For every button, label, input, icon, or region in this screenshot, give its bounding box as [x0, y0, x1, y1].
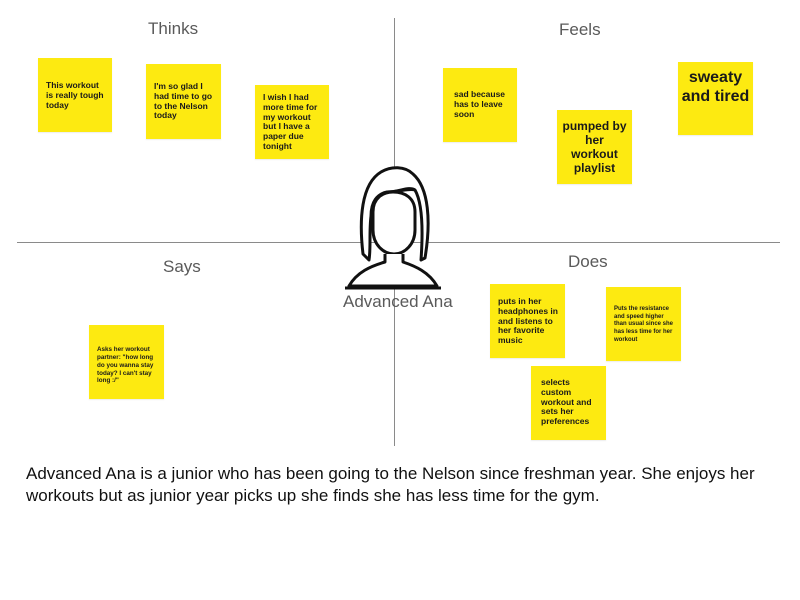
sticky-note-does-1: puts in her headphones in and listens to… — [490, 284, 565, 358]
sticky-note-thinks-2: I'm so glad I had time to go to the Nels… — [146, 64, 221, 139]
sticky-note-feels-2: pumped by her workout playlist — [557, 110, 632, 184]
persona-name: Advanced Ana — [343, 292, 453, 311]
note-text: sad because has to leave soon — [454, 89, 506, 119]
sticky-note-says-1: Asks her workout partner: "how long do y… — [89, 325, 164, 399]
note-text: sweaty and tired — [681, 69, 750, 105]
sticky-note-thinks-1: This workout is really tough today — [38, 58, 112, 132]
says-label: Says — [163, 257, 201, 276]
note-text: Asks her workout partner: "how long do y… — [97, 346, 154, 385]
note-text: I'm so glad I had time to go to the Nels… — [154, 81, 213, 121]
sticky-note-does-3: selects custom workout and sets her pref… — [531, 366, 606, 440]
sticky-note-does-2: Puts the resistance and speed higher tha… — [606, 287, 681, 361]
note-text: selects custom workout and sets her pref… — [541, 377, 592, 427]
note-text: I wish I had more time for my workout bu… — [263, 92, 318, 151]
woman-avatar-icon — [345, 166, 441, 290]
sticky-note-feels-1: sad because has to leave soon — [443, 68, 517, 142]
persona-description: Advanced Ana is a junior who has been go… — [26, 464, 755, 506]
sticky-note-feels-3: sweaty and tired — [678, 62, 753, 135]
thinks-label: Thinks — [148, 19, 199, 38]
note-text: puts in her headphones in and listens to… — [498, 296, 558, 346]
note-text: Puts the resistance and speed higher tha… — [614, 306, 674, 343]
feels-label: Feels — [559, 20, 601, 39]
note-text: pumped by her workout playlist — [562, 119, 627, 176]
note-text: This workout is really tough today — [46, 80, 104, 110]
sticky-note-thinks-3: I wish I had more time for my workout bu… — [255, 85, 329, 159]
does-label: Does — [568, 252, 608, 271]
